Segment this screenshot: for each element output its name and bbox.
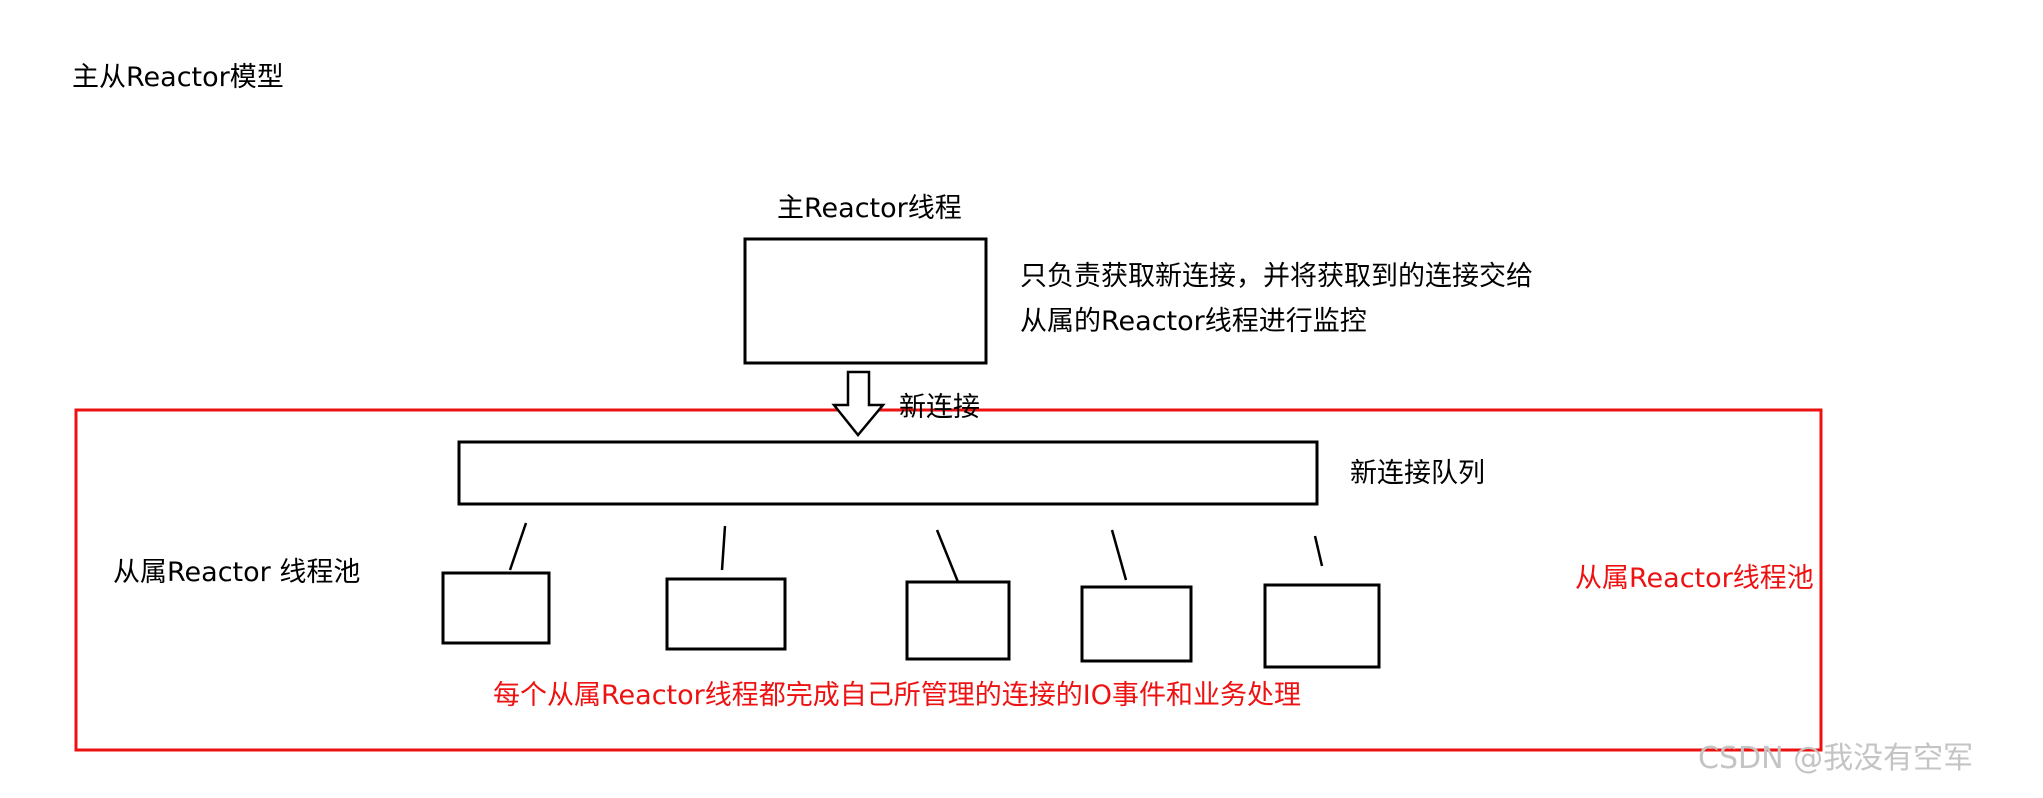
connection-queue-box [457, 440, 1319, 506]
sub-reactor-box [905, 580, 1011, 661]
connector-line [1110, 529, 1128, 581]
sub-reactor-pool-caption: 每个从属Reactor线程都完成自己所管理的连接的IO事件和业务处理 [493, 680, 1301, 711]
sub-reactor-pool-label-left: 从属Reactor 线程池 [113, 557, 361, 588]
csdn-watermark: CSDN @我没有空军 [1698, 741, 1974, 776]
main-reactor-label: 主Reactor线程 [777, 193, 962, 224]
page-title: 主从Reactor模型 [72, 62, 284, 93]
sub-reactor-box [1080, 585, 1193, 663]
sub-reactor-box [665, 577, 787, 651]
main-reactor-description-line2: 从属的Reactor线程进行监控 [1020, 306, 1367, 337]
main-reactor-box [743, 237, 988, 365]
connector-line [935, 529, 960, 583]
new-connection-arrow [831, 370, 886, 437]
connection-queue-label: 新连接队列 [1350, 458, 1485, 489]
connector-line [720, 525, 727, 571]
connector-line [508, 522, 528, 571]
connector-line [1313, 535, 1324, 567]
new-connection-label: 新连接 [899, 392, 980, 423]
sub-reactor-box [1263, 583, 1381, 669]
sub-reactor-box [441, 571, 551, 645]
main-reactor-description-line1: 只负责获取新连接，并将获取到的连接交给 [1020, 261, 1533, 292]
sub-reactor-pool-border [74, 408, 1823, 752]
sub-reactor-pool-label-right: 从属Reactor线程池 [1575, 563, 1814, 594]
